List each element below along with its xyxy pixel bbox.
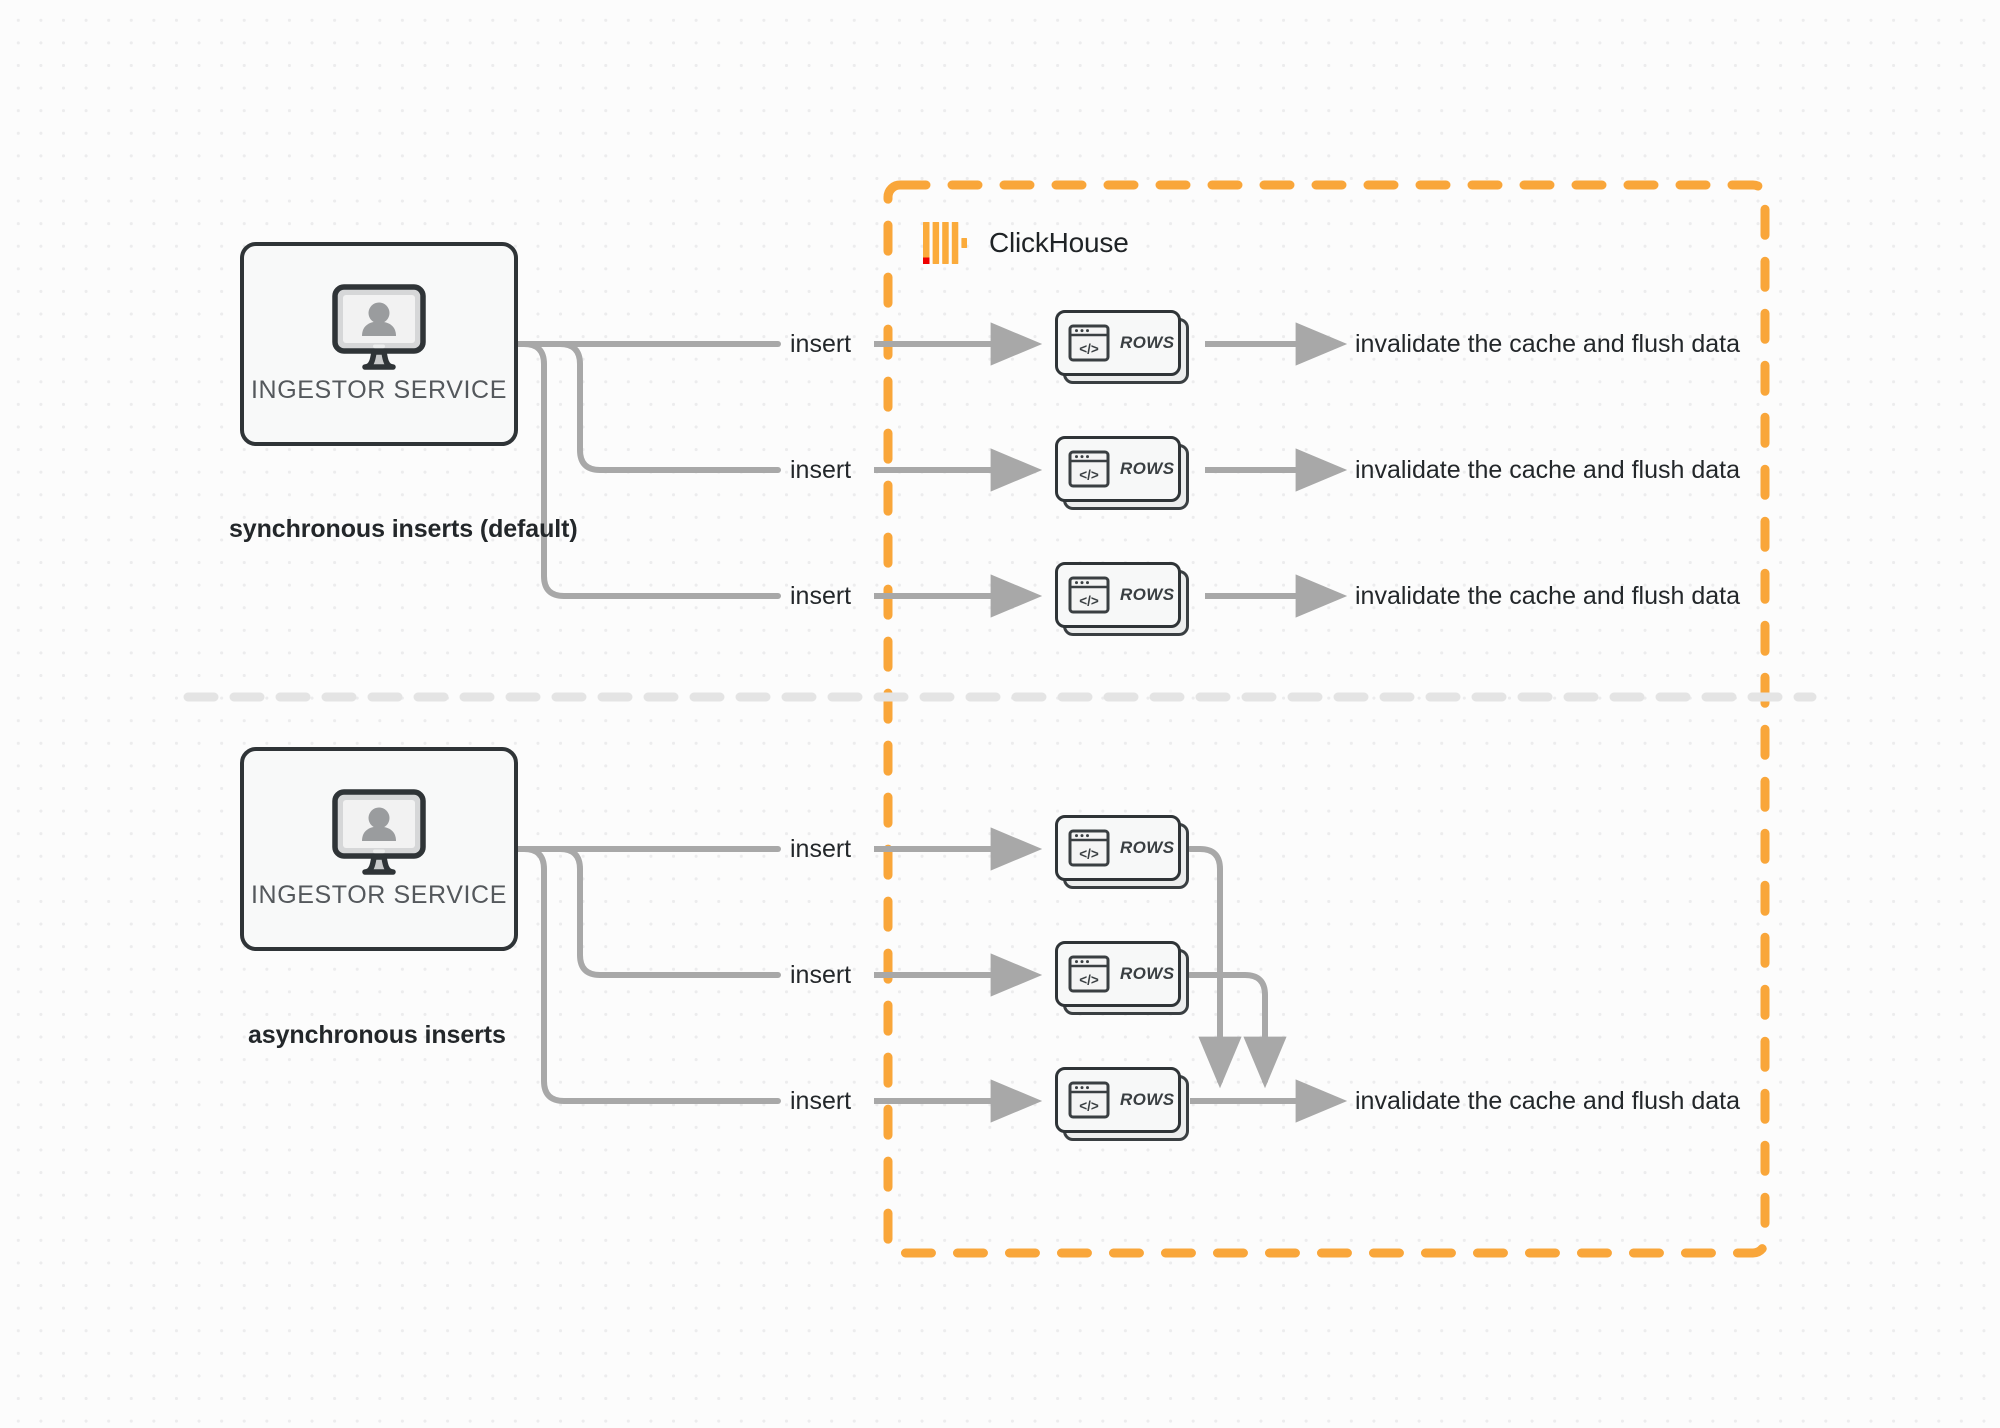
rows-card: </> ROWS xyxy=(1055,1067,1181,1133)
ingestor-service-node-async[interactable]: INGESTOR SERVICE xyxy=(240,747,518,951)
code-window-icon: </> xyxy=(1068,324,1110,362)
async-branch-edges xyxy=(510,846,781,1104)
rows-card: </> ROWS xyxy=(1055,436,1181,502)
rows-card: </> ROWS xyxy=(1055,815,1181,881)
rows-node-label: ROWS xyxy=(1120,459,1175,478)
clickhouse-logo-group: ClickHouse xyxy=(923,222,1129,264)
clickhouse-label: ClickHouse xyxy=(989,227,1129,258)
monitor-user-icon xyxy=(332,283,426,370)
edge-label-insert-async-1: insert xyxy=(790,835,852,863)
result-label-sync-3: invalidate the cache and flush data xyxy=(1355,582,1740,610)
code-window-icon: </> xyxy=(1068,450,1110,488)
result-label-async-merged: invalidate the cache and flush data xyxy=(1355,1087,1740,1115)
edge-label-insert-async-3: insert xyxy=(790,1087,852,1115)
result-label-sync-1: invalidate the cache and flush data xyxy=(1355,330,1740,358)
edge-label-insert-sync-1: insert xyxy=(790,330,852,358)
async-insert-arrows xyxy=(874,827,1043,1123)
clickhouse-boundary-rect xyxy=(883,180,1770,1258)
svg-text:</>: </> xyxy=(1079,468,1099,483)
code-window-icon: </> xyxy=(1068,829,1110,867)
rows-card: </> ROWS xyxy=(1055,310,1181,376)
code-window-icon: </> xyxy=(1068,576,1110,614)
rows-node-sync-3[interactable]: </> ROWS xyxy=(1055,562,1189,636)
clickhouse-logo-icon xyxy=(923,222,967,264)
rows-node-async-1[interactable]: </> ROWS xyxy=(1055,815,1189,889)
svg-text:</>: </> xyxy=(1079,973,1099,988)
svg-text:</>: </> xyxy=(1079,847,1099,862)
result-label-sync-2: invalidate the cache and flush data xyxy=(1355,456,1740,484)
rows-node-label: ROWS xyxy=(1120,333,1175,352)
rows-node-label: ROWS xyxy=(1120,838,1175,857)
rows-node-sync-1[interactable]: </> ROWS xyxy=(1055,310,1189,384)
edge-label-insert-async-2: insert xyxy=(790,961,852,989)
sync-insert-arrows xyxy=(874,322,1043,618)
rows-node-sync-2[interactable]: </> ROWS xyxy=(1055,436,1189,510)
rows-node-label: ROWS xyxy=(1120,1090,1175,1109)
rows-node-label: ROWS xyxy=(1120,964,1175,983)
code-window-icon: </> xyxy=(1068,1081,1110,1119)
monitor-user-icon xyxy=(332,788,426,875)
ingestor-service-label: INGESTOR SERVICE xyxy=(251,880,507,909)
edge-label-insert-sync-3: insert xyxy=(790,582,852,610)
rows-node-label: ROWS xyxy=(1120,585,1175,604)
edge-label-insert-sync-2: insert xyxy=(790,456,852,484)
code-window-icon: </> xyxy=(1068,955,1110,993)
ingestor-service-node-sync[interactable]: INGESTOR SERVICE xyxy=(240,242,518,446)
svg-text:</>: </> xyxy=(1079,342,1099,357)
rows-card: </> ROWS xyxy=(1055,562,1181,628)
rows-card: </> ROWS xyxy=(1055,941,1181,1007)
sync-branch-edges xyxy=(510,341,781,599)
svg-text:</>: </> xyxy=(1079,594,1099,609)
async-merge-edges xyxy=(1187,846,1287,1089)
caption-synchronous: synchronous inserts (default) xyxy=(229,515,578,543)
rows-node-async-3[interactable]: </> ROWS xyxy=(1055,1067,1189,1141)
caption-asynchronous: asynchronous inserts xyxy=(248,1021,506,1049)
ingestor-service-label: INGESTOR SERVICE xyxy=(251,375,507,404)
sync-result-arrows xyxy=(1205,322,1348,618)
rows-node-async-2[interactable]: </> ROWS xyxy=(1055,941,1189,1015)
svg-text:</>: </> xyxy=(1079,1099,1099,1114)
